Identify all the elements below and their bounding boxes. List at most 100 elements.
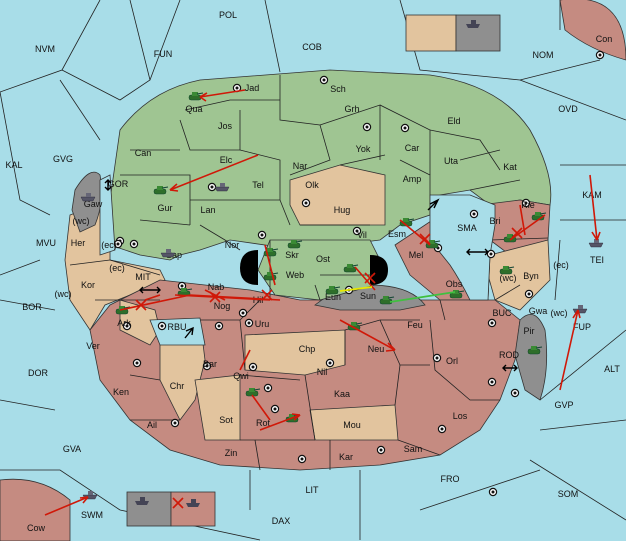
label-skr[interactable]: Skr (285, 250, 299, 260)
label-bor[interactable]: BOR (22, 302, 42, 312)
label-bri[interactable]: Bri (490, 216, 501, 226)
label-sch[interactable]: Sch (330, 84, 346, 94)
label-mel[interactable]: Mel (409, 250, 424, 260)
army-unit[interactable] (343, 264, 359, 273)
label-uta[interactable]: Uta (444, 156, 458, 166)
label-dax[interactable]: DAX (272, 516, 291, 526)
label-con[interactable]: Con (596, 34, 613, 44)
fleet-unit[interactable] (214, 183, 230, 192)
label-gaw[interactable]: Gaw (84, 199, 103, 209)
label-swm[interactable]: SWM (81, 510, 103, 520)
label-kar[interactable]: Kar (339, 452, 353, 462)
fleet-unit[interactable] (160, 249, 176, 258)
label-som[interactable]: SOM (558, 489, 579, 499)
army-unit[interactable] (449, 290, 465, 299)
army-unit[interactable] (499, 266, 515, 275)
label-her[interactable]: Her (71, 238, 86, 248)
label-mit[interactable]: MIT (135, 272, 151, 282)
army-unit[interactable] (325, 286, 341, 295)
army-unit[interactable] (527, 346, 543, 355)
label-cow[interactable]: Cow (27, 523, 46, 533)
label-tei[interactable]: TEI (590, 255, 604, 265)
label-gva[interactable]: GVA (63, 444, 81, 454)
label-sma[interactable]: SMA (457, 223, 477, 233)
label-rie[interactable]: Rie (521, 200, 535, 210)
army-unit[interactable] (245, 388, 261, 397)
label-ost[interactable]: Ost (316, 254, 331, 264)
label-lan[interactable]: Lan (200, 205, 215, 215)
label-nvm[interactable]: NVM (35, 44, 55, 54)
label-mvu[interactable]: MVU (36, 238, 56, 248)
label-web[interactable]: Web (286, 270, 304, 280)
label-sot[interactable]: Sot (219, 415, 233, 425)
label-car[interactable]: Car (405, 143, 420, 153)
label-byn[interactable]: Byn (523, 271, 539, 281)
label-sam[interactable]: Sam (404, 444, 423, 454)
label-gvg[interactable]: GVG (53, 154, 73, 164)
label-fun[interactable]: FUN (154, 49, 173, 59)
label-dor[interactable]: DOR (28, 368, 49, 378)
label-mou[interactable]: Mou (343, 420, 361, 430)
label-los[interactable]: Los (453, 411, 468, 421)
label-eld[interactable]: Eld (447, 116, 460, 126)
label-sun[interactable]: Sun (360, 291, 376, 301)
label-yok[interactable]: Yok (356, 144, 371, 154)
label-ver[interactable]: Ver (86, 341, 100, 351)
label-grh[interactable]: Grh (344, 104, 359, 114)
label-qwi[interactable]: Qwi (233, 371, 249, 381)
label-buc[interactable]: BUC (492, 308, 512, 318)
label-pir[interactable]: Pir (524, 326, 535, 336)
label-lit[interactable]: LIT (305, 485, 319, 495)
label-nom[interactable]: NOM (533, 50, 554, 60)
label-nil[interactable]: Nil (317, 367, 328, 377)
label-fup[interactable]: FUP (573, 322, 591, 332)
fleet-unit[interactable] (80, 193, 96, 202)
label-qua[interactable]: Qua (185, 104, 202, 114)
label-esm[interactable]: Esm (388, 229, 406, 239)
label-fro[interactable]: FRO (441, 474, 460, 484)
label-nar[interactable]: Nar (293, 161, 308, 171)
label-kal[interactable]: KAL (5, 160, 22, 170)
label-pol[interactable]: POL (219, 10, 237, 20)
label-cob[interactable]: COB (302, 42, 322, 52)
label-rod[interactable]: ROD (499, 350, 520, 360)
label-can[interactable]: Can (135, 148, 152, 158)
label-gor[interactable]: GOR (108, 179, 129, 189)
label-bar[interactable]: Bar (203, 359, 217, 369)
label-gur[interactable]: Gur (157, 203, 172, 213)
label-eun[interactable]: Eun (325, 292, 341, 302)
army-unit[interactable] (153, 186, 169, 195)
label-rbu[interactable]: RBU (167, 322, 186, 332)
fleet-unit[interactable] (588, 239, 604, 248)
label-ken[interactable]: Ken (113, 387, 129, 397)
label-jad[interactable]: Jad (245, 83, 260, 93)
label-obs[interactable]: Obs (446, 279, 463, 289)
label-amp[interactable]: Amp (403, 174, 422, 184)
label-chr[interactable]: Chr (170, 381, 185, 391)
label-jos[interactable]: Jos (218, 121, 233, 131)
label-nog[interactable]: Nog (214, 301, 231, 311)
label-gvp[interactable]: GVP (554, 400, 573, 410)
label-chp[interactable]: Chp (299, 344, 316, 354)
label-kat[interactable]: Kat (503, 162, 517, 172)
label-olk[interactable]: Olk (305, 180, 319, 190)
label-hug[interactable]: Hug (334, 205, 351, 215)
label-gwa[interactable]: Gwa (529, 306, 548, 316)
label-elc[interactable]: Elc (220, 155, 233, 165)
label-uru[interactable]: Uru (255, 319, 270, 329)
label-ail[interactable]: Ail (147, 420, 157, 430)
label-alt[interactable]: ALT (604, 364, 620, 374)
label-zin[interactable]: Zin (225, 448, 238, 458)
label-ark[interactable]: Ark (117, 318, 131, 328)
label-rot[interactable]: Rot (256, 418, 271, 428)
label-neu[interactable]: Neu (368, 344, 385, 354)
label-kaa[interactable]: Kaa (334, 389, 350, 399)
label-feu[interactable]: Feu (407, 320, 423, 330)
label-kor[interactable]: Kor (81, 280, 95, 290)
label-tel[interactable]: Tel (252, 180, 264, 190)
label-nor[interactable]: Nor (225, 240, 240, 250)
label-orl[interactable]: Orl (446, 356, 458, 366)
label-nab[interactable]: Nab (208, 282, 225, 292)
label-vil[interactable]: Vil (357, 230, 367, 240)
label-ovd[interactable]: OVD (558, 104, 578, 114)
